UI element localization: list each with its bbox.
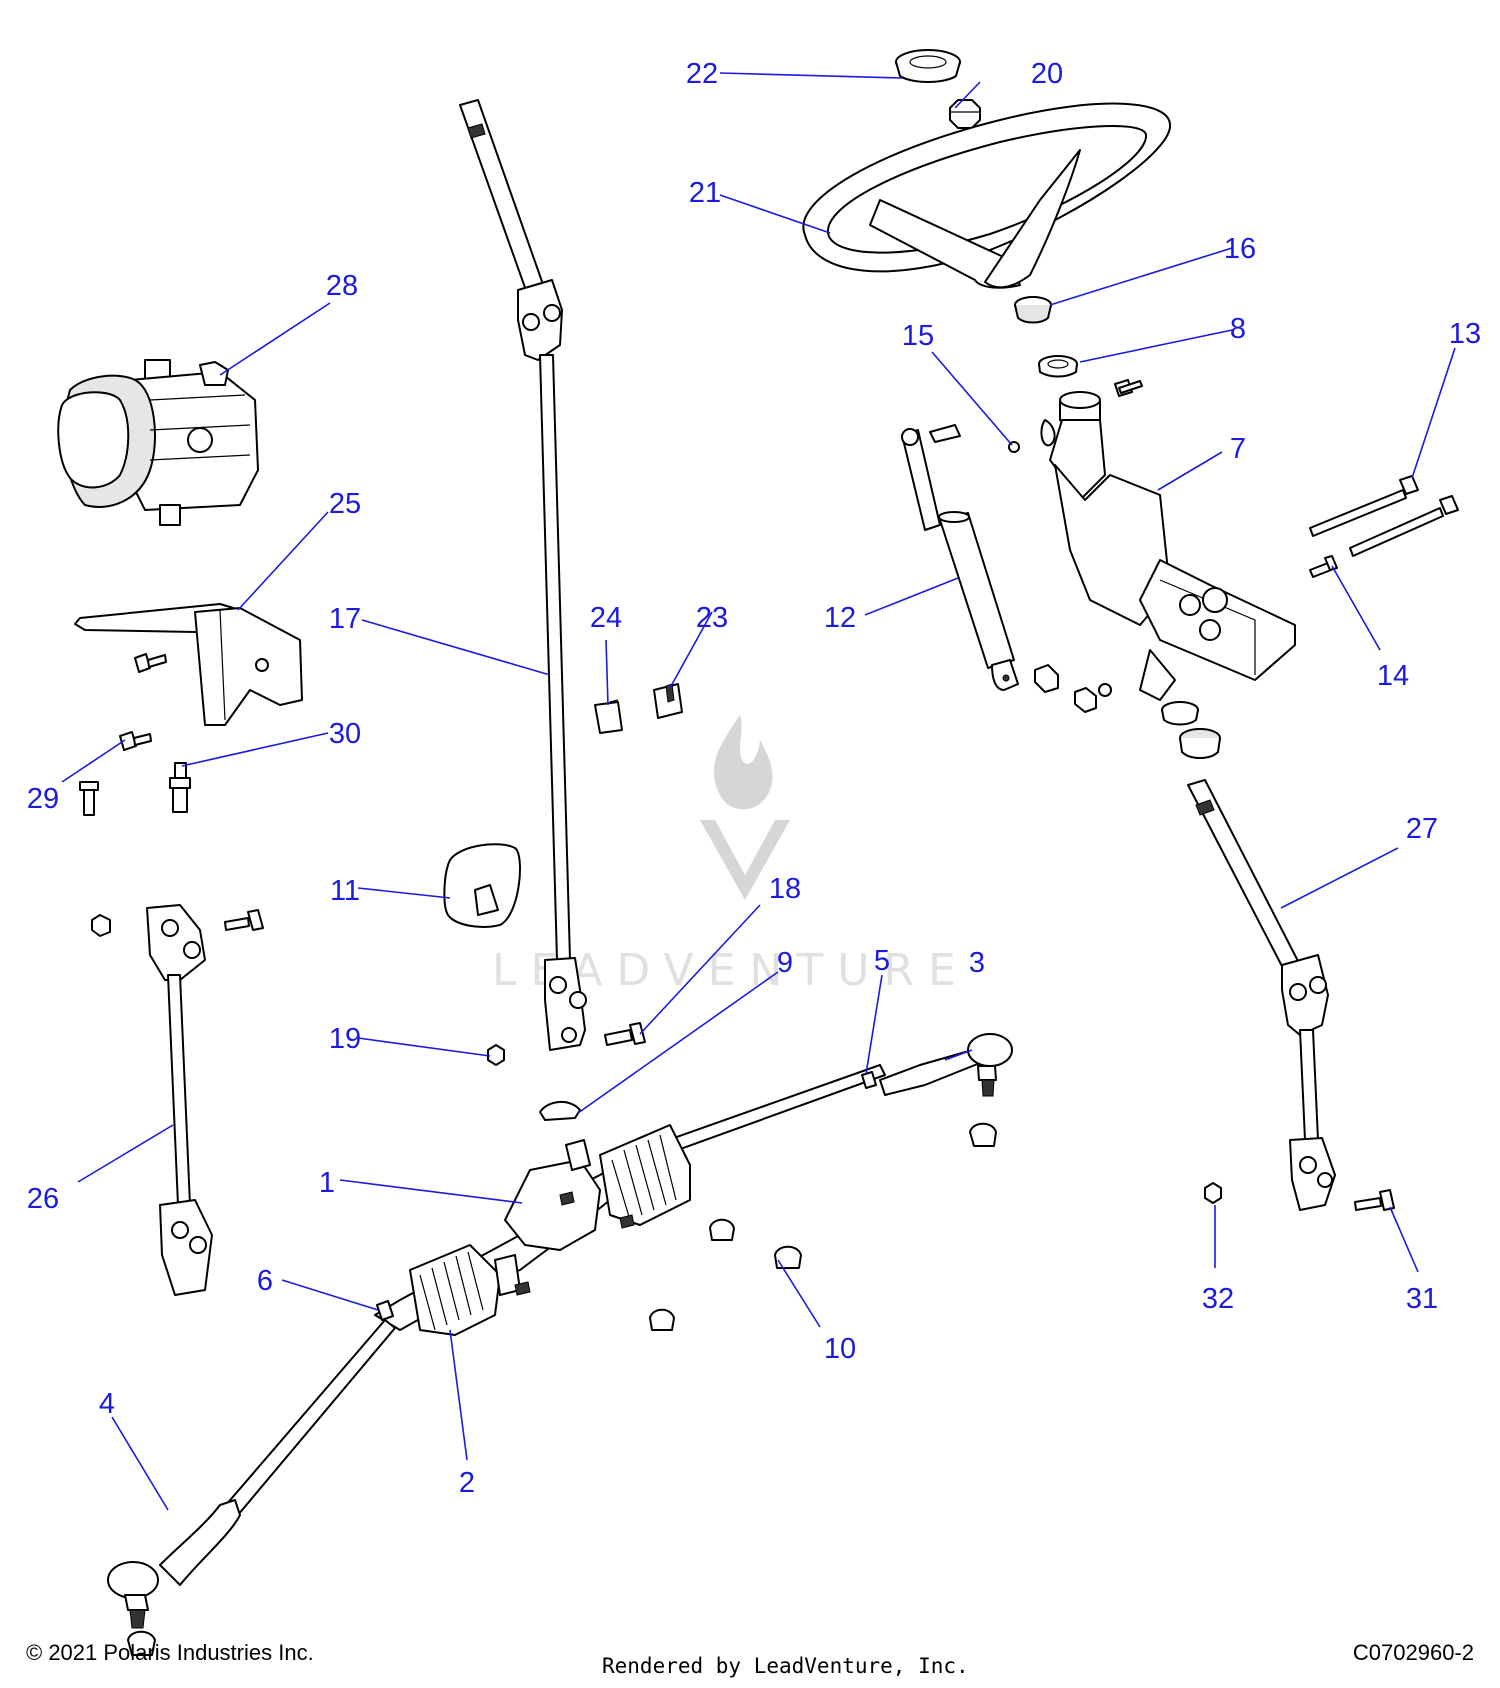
part-16-bushing (1014, 296, 1052, 324)
part-6-jam-nut (376, 1300, 394, 1321)
callout-4: 4 (99, 1388, 115, 1420)
callout-3: 3 (969, 947, 985, 979)
bracket-bolt (1114, 379, 1143, 397)
bracket-25-bolts (79, 653, 191, 816)
part-3-tie-rod-end (879, 1033, 1013, 1147)
part-28-gearbox (57, 359, 259, 526)
part-21-steering-wheel (802, 102, 1172, 289)
part-17-intermediate-shaft (459, 99, 587, 1051)
column-lower-bushings (1161, 701, 1221, 759)
callout-5: 5 (874, 945, 890, 977)
callout-21: 21 (689, 177, 721, 209)
part-5-jam-nut (861, 1071, 877, 1089)
part-9-plug (539, 1101, 581, 1121)
callout-13: 13 (1449, 318, 1481, 350)
part-7-column-bracket (1040, 391, 1296, 701)
callout-2: 2 (459, 1467, 475, 1499)
part-10-mount-nuts (649, 1218, 802, 1331)
part-1-steering-rack (374, 1064, 886, 1336)
part-18-bolt (604, 1022, 646, 1046)
leader-lines (61, 72, 1456, 1511)
callout-26: 26 (27, 1183, 59, 1215)
callout-30: 30 (329, 718, 361, 750)
callout-25: 25 (329, 488, 361, 520)
part-32-nut (1204, 1182, 1222, 1204)
column-mount-nuts (1034, 664, 1112, 713)
drawing-id-text: C0702960-2 (1352, 1640, 1474, 1665)
part-26-lower-shaft (91, 904, 264, 1296)
part-24-clip (594, 699, 623, 734)
callout-29: 29 (27, 783, 59, 815)
part-22-cap (895, 49, 961, 83)
part-8-bearing (1038, 355, 1078, 378)
part-25-bracket (74, 603, 303, 726)
callout-10: 10 (824, 1333, 856, 1365)
callout-16: 16 (1224, 233, 1256, 265)
callout-32: 32 (1202, 1283, 1234, 1315)
callout-24: 24 (590, 602, 622, 634)
callout-8: 8 (1230, 313, 1246, 345)
callout-7: 7 (1230, 433, 1246, 465)
part-20-nut (949, 99, 981, 129)
callout-labels: 1 2 3 4 5 6 7 8 9 10 11 12 13 14 15 16 1… (27, 58, 1481, 1499)
part-11-cover (443, 843, 521, 928)
callout-20: 20 (1031, 58, 1063, 90)
part-31-bolt (1354, 1189, 1395, 1211)
part-14-bolt (1309, 555, 1338, 578)
part-27-column-shaft (1187, 779, 1336, 1211)
callout-9: 9 (777, 947, 793, 979)
callout-11: 11 (330, 875, 360, 907)
callout-23: 23 (696, 602, 728, 634)
callout-12: 12 (824, 602, 856, 634)
part-23-clip (653, 683, 683, 719)
part-4-tie-rod-end (107, 1319, 396, 1656)
callout-27: 27 (1406, 813, 1438, 845)
copyright-text: © 2021 Polaris Industries Inc. (26, 1640, 314, 1665)
part-19-nut (487, 1044, 505, 1066)
part-12-gas-strut (901, 424, 1019, 691)
rendered-by-text: Rendered by LeadVenture, Inc. (602, 1654, 969, 1678)
part-13-bolts (1309, 475, 1459, 557)
callout-28: 28 (326, 270, 358, 302)
callout-18: 18 (769, 873, 801, 905)
callout-17: 17 (329, 603, 361, 635)
callout-15: 15 (902, 320, 934, 352)
callout-14: 14 (1377, 660, 1409, 692)
callout-19: 19 (329, 1023, 361, 1055)
callout-1: 1 (319, 1167, 335, 1199)
callout-31: 31 (1406, 1283, 1438, 1315)
callout-22: 22 (686, 58, 718, 90)
callout-6: 6 (257, 1265, 273, 1297)
